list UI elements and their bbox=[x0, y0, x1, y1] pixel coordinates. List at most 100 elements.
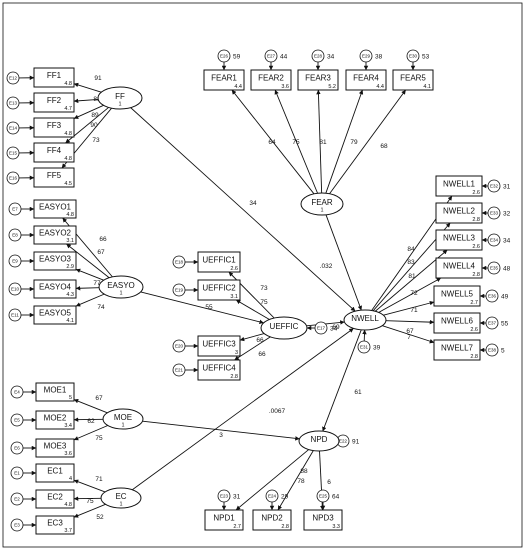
indicator-label: FEAR4 bbox=[353, 73, 379, 82]
loading-nwell6 bbox=[385, 319, 435, 325]
indicator-box bbox=[197, 251, 241, 273]
error-circle bbox=[8, 254, 22, 268]
indicator-r2: 2.8 bbox=[472, 272, 480, 278]
indicator-label: EC3 bbox=[47, 518, 63, 527]
error-circle bbox=[10, 466, 24, 480]
loading-fear4 bbox=[325, 89, 364, 194]
error-label: E6 bbox=[14, 446, 20, 451]
indicator-label: EASYO1 bbox=[39, 202, 72, 211]
indicator-box bbox=[433, 285, 481, 307]
error-circle bbox=[172, 363, 186, 377]
loading-label-npd2: 78 bbox=[297, 478, 305, 485]
indicator-r2: 2.6 bbox=[230, 266, 238, 272]
error-variance: 48 bbox=[503, 266, 511, 273]
indicator-box bbox=[33, 251, 77, 271]
loading-label-fear1: 64 bbox=[268, 139, 276, 146]
error-label: E12 bbox=[9, 76, 18, 81]
error-label: E33 bbox=[490, 211, 499, 216]
error-label: E20 bbox=[175, 344, 184, 349]
error-circle bbox=[6, 146, 20, 160]
loading-label-npd1: 88 bbox=[300, 468, 308, 475]
error-label: E1 bbox=[14, 471, 20, 476]
error-ff4: E15 bbox=[6, 146, 35, 160]
indicator-box bbox=[35, 515, 75, 535]
error-moe1: E4 bbox=[10, 385, 37, 399]
indicator-box bbox=[297, 69, 339, 91]
error-variance: 31 bbox=[503, 184, 511, 191]
latent-label: NPD bbox=[311, 435, 328, 444]
error-label: E8 bbox=[12, 233, 18, 238]
indicator-r2: 2.8 bbox=[470, 354, 478, 360]
error-label: E7 bbox=[12, 207, 18, 212]
indicator-label: EASYO2 bbox=[39, 228, 72, 237]
indicator-r2: 4.5 bbox=[64, 181, 72, 187]
latent-label: NWELL bbox=[351, 314, 379, 323]
error-label: E11 bbox=[11, 313, 19, 318]
indicator-label: UEFFIC2 bbox=[202, 283, 236, 292]
loading-nwell3 bbox=[374, 249, 448, 312]
loading-easyo5 bbox=[75, 293, 105, 307]
error-circle bbox=[172, 255, 186, 269]
error-circle bbox=[265, 489, 279, 503]
error-label: E37 bbox=[488, 321, 497, 326]
indicator-label: MOE3 bbox=[44, 441, 67, 450]
error-circle bbox=[10, 518, 24, 532]
indicator-r2: 4.1 bbox=[66, 318, 74, 324]
error-variance: 39 bbox=[373, 345, 381, 352]
coef-moe-npd: 3 bbox=[219, 432, 223, 439]
indicator-label: MOE1 bbox=[44, 385, 67, 394]
indicator-box bbox=[203, 69, 245, 91]
loading-label-ff3: 89 bbox=[91, 112, 99, 119]
error-variance: 29 bbox=[281, 494, 289, 501]
loading-moe3 bbox=[73, 425, 108, 441]
error-circle bbox=[485, 289, 499, 303]
error-variance: 38 bbox=[375, 54, 383, 61]
error-label: E21 bbox=[175, 368, 184, 373]
indicator-r2: 2.7 bbox=[470, 300, 478, 306]
loading-npd2 bbox=[277, 450, 314, 511]
loading-label-easyo4: 77 bbox=[93, 280, 101, 287]
latent-ellipse bbox=[100, 487, 142, 509]
error-circle bbox=[487, 261, 501, 275]
indicator-r2: 4.4 bbox=[376, 84, 384, 90]
loading-fear2 bbox=[274, 89, 318, 194]
loading-ff1 bbox=[73, 82, 102, 93]
indicator-label: FF3 bbox=[47, 121, 62, 130]
latent-label: EC bbox=[115, 492, 126, 501]
indicator-box bbox=[33, 225, 77, 245]
error-circle bbox=[316, 489, 330, 503]
indicator-r2: 2.8 bbox=[281, 524, 289, 530]
loading-easyo3 bbox=[75, 268, 104, 281]
latent-r2: 1 bbox=[121, 423, 124, 429]
coef-ff-nwell: 34 bbox=[249, 200, 257, 207]
error-variance: 34 bbox=[503, 238, 511, 245]
loading-moe1 bbox=[73, 399, 108, 414]
coef-easyo-ueffic: 55 bbox=[205, 304, 213, 311]
indicator-box bbox=[33, 92, 75, 113]
latent-label: FEAR bbox=[311, 198, 333, 207]
indicator-label: FF5 bbox=[47, 171, 62, 180]
error-circle bbox=[6, 171, 20, 185]
loading-label-fear3: 81 bbox=[319, 139, 327, 146]
error-ff5: E16 bbox=[6, 171, 35, 185]
path-nwell-to-npd bbox=[322, 329, 362, 432]
indicator-r2: 4.8 bbox=[64, 81, 72, 87]
indicator-box bbox=[252, 509, 292, 531]
error-easyo4: E10 bbox=[8, 282, 35, 296]
